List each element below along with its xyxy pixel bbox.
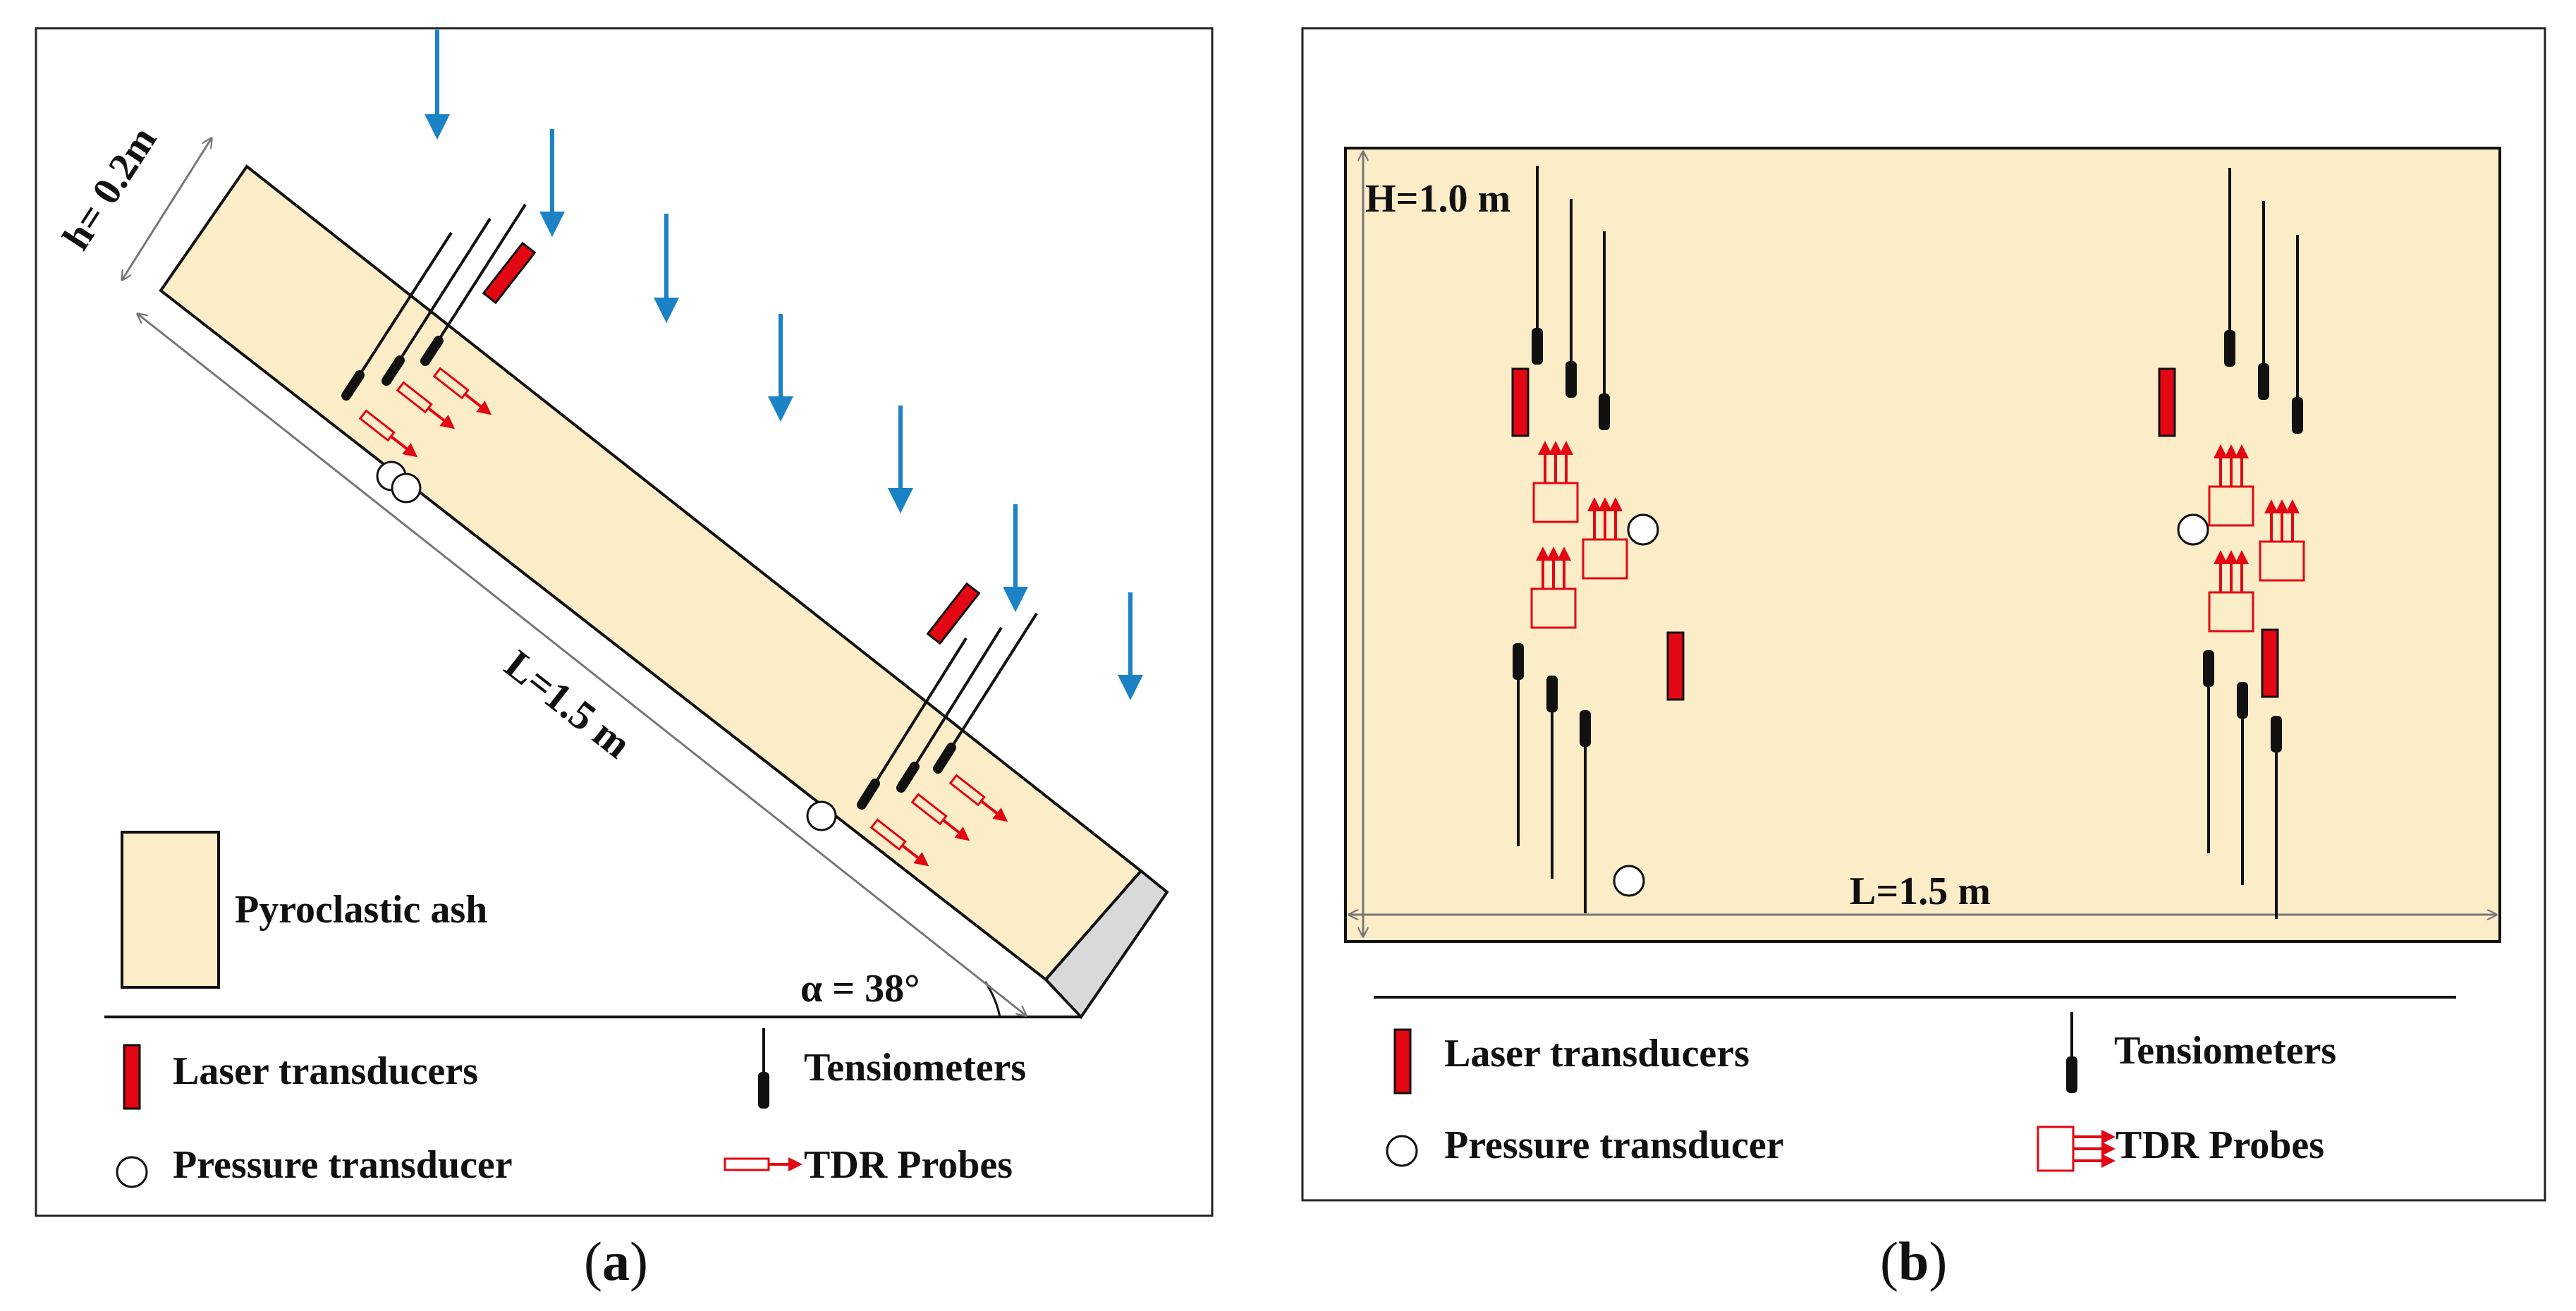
legend-pressure-label: Pressure transducer: [173, 1143, 513, 1187]
tdr-probe-icon: [2208, 550, 2254, 633]
tensiometer-icon: [341, 370, 365, 401]
legend-tensiometers-label-b: Tensiometers: [2114, 1029, 2336, 1073]
laser-transducer-icon: [926, 582, 981, 645]
laser-transducer-icon: [123, 1044, 141, 1110]
tensiometer-icon: [1532, 328, 1543, 365]
length-label-b: L=1.5 m: [1850, 870, 1991, 913]
tensiometer-icon: [896, 762, 920, 793]
tensiometer-icon: [758, 1028, 769, 1109]
laser-transducer-icon: [2158, 367, 2176, 437]
tensiometer-icon: [1580, 710, 1591, 747]
panel-b-caption: (b): [1880, 1231, 1947, 1292]
panel-b: H=1.0 m L=1.5 m: [1301, 27, 2546, 1292]
tensiometers-right-lower: [2203, 650, 2282, 919]
tensiometer-stem: [385, 217, 492, 382]
tdr-probe-icon: [724, 1157, 802, 1171]
legend-tensiometers-label: Tensiometers: [804, 1046, 1026, 1090]
tensiometer-icon: [2271, 716, 2282, 752]
pressure-transducer-icon: [116, 1156, 148, 1188]
tensiometers-upper: [341, 203, 527, 401]
tensiometer-icon: [2066, 1012, 2077, 1093]
height-label: H=1.0 m: [1365, 177, 1510, 221]
laser-transducer-icon: [482, 241, 537, 305]
tdr-probe-icon: [1530, 547, 1577, 629]
tensiometers-left-lower: [1513, 643, 1591, 913]
angle-arc: [984, 981, 1001, 1018]
tdr-probes-b: [1530, 441, 2305, 633]
tensiometer-stem: [345, 231, 453, 397]
pressure-transducer-icon: [2177, 513, 2209, 546]
tensiometer-icon: [2258, 363, 2269, 400]
pressure-transducer-icon: [1613, 865, 1645, 897]
tdr-probe-icon: [1582, 497, 1628, 580]
pressure-transducer-icon: [1627, 513, 1659, 546]
tdr-probe-icon: [948, 774, 1008, 822]
tdr-probe-icon: [2037, 1126, 2116, 1172]
length-label: L=1.5 m: [496, 641, 640, 767]
pressure-transducer-icon: [391, 472, 422, 504]
tensiometers-left-upper: [1532, 166, 1610, 430]
tensiometer-stem: [900, 626, 1003, 789]
tensiometer-icon: [857, 779, 880, 810]
ash-slope-body: [159, 164, 1143, 982]
length-dimension: [138, 314, 1026, 1016]
tensiometer-icon: [2224, 330, 2235, 367]
angle-label: α = 38°: [800, 967, 920, 1011]
panel-b-frame: [1301, 27, 2546, 1202]
tdr-probe-icon: [869, 818, 929, 867]
tdr-probe-icon: [2259, 499, 2305, 582]
panel-a-frame: [35, 27, 1214, 1217]
legend-laser-label-b: Laser transducers: [1444, 1032, 1750, 1075]
panel-b-legend: Laser transducers Tensiometers Pressure …: [1386, 1012, 2336, 1172]
laser-transducer-icon: [1511, 367, 1530, 437]
tensiometers-right-upper: [2224, 168, 2303, 434]
tensiometer-icon: [381, 355, 405, 386]
panel-a-caption: (a): [584, 1231, 648, 1292]
thickness-dimension: [122, 138, 212, 280]
legend-pressure-label-b: Pressure transducer: [1444, 1123, 1784, 1167]
tdr-probes-upper: [358, 367, 492, 458]
legend-tdr-label-b: TDR Probes: [2116, 1123, 2324, 1167]
tdr-probe-icon: [432, 367, 492, 415]
tdr-probes-lower: [869, 774, 1008, 867]
tensiometer-stem: [936, 612, 1038, 770]
pressure-transducer-icon: [806, 800, 837, 831]
tensiometer-stem: [424, 203, 527, 362]
rain-arrows: [425, 30, 1143, 700]
tensiometer-icon: [1513, 643, 1524, 680]
tensiometer-icon: [2203, 650, 2214, 687]
tensiometers-lower: [857, 612, 1038, 810]
tdr-probe-icon: [358, 409, 418, 458]
tensiometer-icon: [420, 336, 444, 366]
tensiometer-icon: [1599, 394, 1610, 430]
tensiometer-icon: [1546, 676, 1558, 712]
tdr-probe-icon: [910, 793, 970, 841]
material-legend-swatch: [121, 831, 220, 989]
legend-tdr-label: TDR Probes: [804, 1143, 1013, 1187]
tdr-probe-icon: [2208, 444, 2254, 527]
tensiometer-stem: [860, 637, 967, 806]
tdr-probe-icon: [1532, 441, 1579, 523]
end-wall: [1044, 869, 1169, 1020]
laser-transducer-icon: [1666, 631, 1685, 701]
tensiometer-icon: [1565, 361, 1577, 398]
tdr-probe-icon: [396, 381, 456, 429]
tensiometer-icon: [2237, 682, 2248, 719]
panel-a: h= 0.2m L=1.5 m: [35, 27, 1214, 1292]
pressure-transducer-icon: [1386, 1135, 1418, 1167]
panel-a-legend: Laser transducers Tensiometers Pressure …: [116, 1028, 1026, 1188]
laser-transducer-icon: [1393, 1028, 1412, 1094]
legend-laser-label: Laser transducers: [173, 1049, 478, 1093]
material-label: Pyroclastic ash: [235, 888, 487, 932]
tensiometer-icon: [933, 743, 956, 774]
laser-transducer-icon: [2261, 628, 2279, 698]
tensiometer-icon: [2292, 397, 2303, 434]
